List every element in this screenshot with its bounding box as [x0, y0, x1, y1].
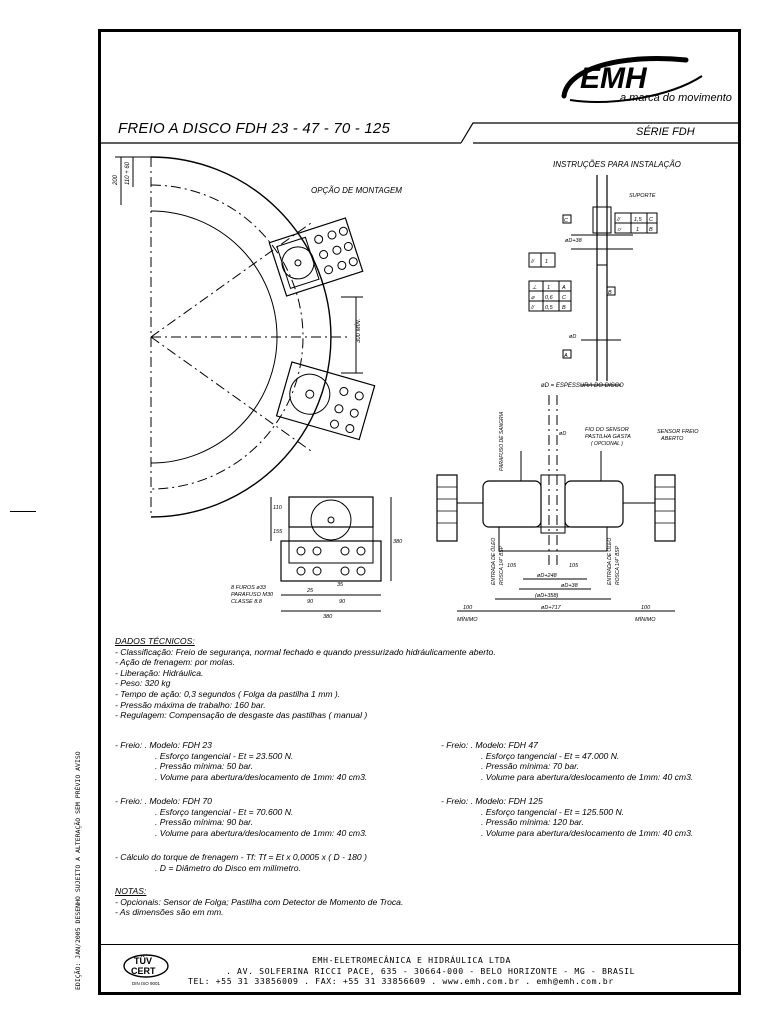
- svg-text:TÜV: TÜV: [134, 956, 152, 966]
- front-dim-380v: 380: [393, 539, 403, 545]
- ref-a: A: [563, 353, 568, 359]
- tol-f-sym: //: [530, 305, 535, 311]
- rosca-left: ROSCA 1/4" BSP: [499, 545, 505, 585]
- side-dim-d358: (øD+358): [535, 593, 559, 599]
- series-label: SÉRIE FDH: [636, 126, 695, 138]
- model-fdh47: - Freio: . Modelo: FDH 47 . Esforço tang…: [441, 740, 694, 782]
- model-fdh23: - Freio: . Modelo: FDH 23 . Esforço tang…: [115, 740, 368, 782]
- tech-item: - Classificação: Freio de segurança, nor…: [115, 646, 496, 657]
- logo-text: EMH: [580, 62, 648, 95]
- sensor-sub: ABERTO: [660, 436, 684, 442]
- front-dim-90a: 90: [307, 599, 314, 605]
- dim-200: 200: [113, 174, 119, 186]
- suporte-label: SUPORTE: [629, 193, 656, 199]
- side-dim-100b: 100: [641, 605, 651, 611]
- tech-item: - Peso: 320 kg: [115, 678, 171, 689]
- pastilha-opt: ( OPCIONAL ): [591, 441, 623, 447]
- svg-text:CERT: CERT: [131, 966, 156, 976]
- install-title: INSTRUÇÕES PARA INSTALAÇÃO: [553, 160, 681, 169]
- tol-c-val: 1: [545, 259, 548, 265]
- tech-item: - Tempo de ação: 0,3 segundos ( Folga da…: [115, 688, 341, 699]
- rosca-right: ROSCA 1/4" BSP: [615, 545, 621, 585]
- tol-f-ref: B: [562, 305, 566, 311]
- tech-heading: DADOS TÉCNICOS:: [115, 636, 195, 646]
- side-dim-d248: øD+248: [537, 573, 558, 579]
- technical-drawing: OPÇÃO DE MONTAGEM 300 MÍN. 200 110 + 60 …: [113, 156, 699, 623]
- tol-e-ref: C: [562, 295, 566, 301]
- tol-f-val: 0,5: [545, 305, 554, 311]
- ref-b: B: [608, 290, 612, 296]
- tol-e-sym: ⌀: [531, 295, 535, 301]
- side-dim-105b: 105: [569, 563, 579, 569]
- dim-170: 110 + 60: [125, 161, 131, 185]
- sangria-label: PARAFUSO DE SANGRIA: [499, 411, 505, 471]
- fio-label: FIO DO SENSOR: [585, 427, 629, 433]
- front-dim-90b: 90: [339, 599, 346, 605]
- tol-a-val: 1,5: [634, 217, 643, 223]
- tech-item: - Liberação: Hidráulica.: [115, 667, 204, 678]
- front-dim-35: 35: [337, 582, 344, 588]
- min-right: MÍNIMO: [635, 616, 656, 623]
- tuv-cert-logo: TÜV CERT DIN ISO 9001: [123, 954, 169, 986]
- min-left: MÍNIMO: [457, 616, 478, 623]
- tol-b-sym: ⌭: [617, 227, 622, 233]
- emh-logo: EMH: [561, 56, 703, 103]
- d38-label: øD+38: [565, 238, 583, 244]
- side-ed: øD: [559, 431, 566, 437]
- front-dim-25: 25: [306, 588, 314, 594]
- tech-item: - Pressão máxima de trabalho: 160 bar.: [115, 699, 266, 710]
- title-bar: [101, 122, 738, 144]
- page-title: FREIO A DISCO FDH 23 - 47 - 70 - 125: [118, 120, 390, 137]
- class-label: CLASSE 8.8: [231, 599, 263, 605]
- side-dim-100a: 100: [463, 605, 473, 611]
- model-fdh70: - Freio: . Modelo: FDH 70 . Esforço tang…: [115, 796, 368, 838]
- company-name: EMH-ELETROMECÂNICA E HIDRÁULICA LTDA: [312, 955, 512, 965]
- notes: NOTAS: - Opcionais: Sensor de Folga; Pas…: [115, 886, 404, 918]
- footer: [101, 944, 738, 993]
- torque-calc: - Cálculo do torque de frenagem - Tf: Tf…: [115, 852, 367, 873]
- entrada-left: ENTRADA DE ÓLEO: [490, 538, 497, 585]
- model-fdh125: - Freio: . Modelo: FDH 125 . Esforço tan…: [441, 796, 694, 838]
- side-dim-105a: 105: [507, 563, 517, 569]
- mount-option-label: OPÇÃO DE MONTAGEM: [311, 186, 402, 195]
- tol-d-ref: A: [561, 285, 566, 291]
- svg-text:DIN ISO 9001: DIN ISO 9001: [132, 981, 161, 986]
- front-dim-110: 110: [273, 505, 283, 511]
- tol-c-sym: //: [530, 259, 535, 265]
- side-dim-d717: øD+717: [541, 605, 562, 611]
- company-contact: TEL: +55 31 33856009 . FAX: +55 31 33856…: [188, 976, 614, 986]
- tol-e-val: 0,6: [545, 295, 554, 301]
- tech-item: - Ação de frenagem: por molas.: [115, 657, 236, 668]
- tol-d-sym: ⊥: [532, 285, 537, 291]
- ref-c: C: [564, 218, 568, 224]
- tol-a-ref: C: [649, 217, 653, 223]
- dim-d: øD: [569, 334, 576, 340]
- technical-data: DADOS TÉCNICOS: - Classificação: Freio d…: [115, 636, 735, 917]
- pastilha-label: PASTILHA GASTA: [585, 434, 631, 440]
- side-dim-d38: øD+38: [561, 583, 579, 589]
- tol-b-val: 1: [636, 227, 639, 233]
- dim-300: 300 MÍN.: [355, 319, 362, 343]
- tech-item: - Regulagem: Compensação de desgaste das…: [115, 710, 368, 721]
- sensor-label: SENSOR FREIO: [657, 429, 699, 435]
- holes-label: 8 FUROS ø33: [231, 585, 267, 591]
- revision-note: EDIÇÃO: JAN/2005 DESENHO SUJEITO A ALTER…: [74, 751, 82, 990]
- company-address: . AV. SOLFERINA RICCI PACE, 635 - 30664-…: [226, 966, 636, 976]
- tol-b-ref: B: [649, 227, 653, 233]
- front-dim-380: 380: [323, 614, 333, 620]
- bolt-label: PARAFUSO M30: [231, 592, 274, 598]
- tol-d-val: 1: [547, 285, 550, 291]
- entrada-right: ENTRADA DE ÓLEO: [606, 538, 613, 585]
- logo-tagline: a marca do movimento: [620, 92, 732, 104]
- drawing-sheet: [98, 29, 741, 995]
- espessura-note: øD = ESPESSURA DO DISCO: [541, 383, 624, 389]
- tol-a-sym: //: [616, 217, 621, 223]
- margin-tick: [10, 511, 36, 512]
- front-dim-155: 155: [273, 529, 283, 535]
